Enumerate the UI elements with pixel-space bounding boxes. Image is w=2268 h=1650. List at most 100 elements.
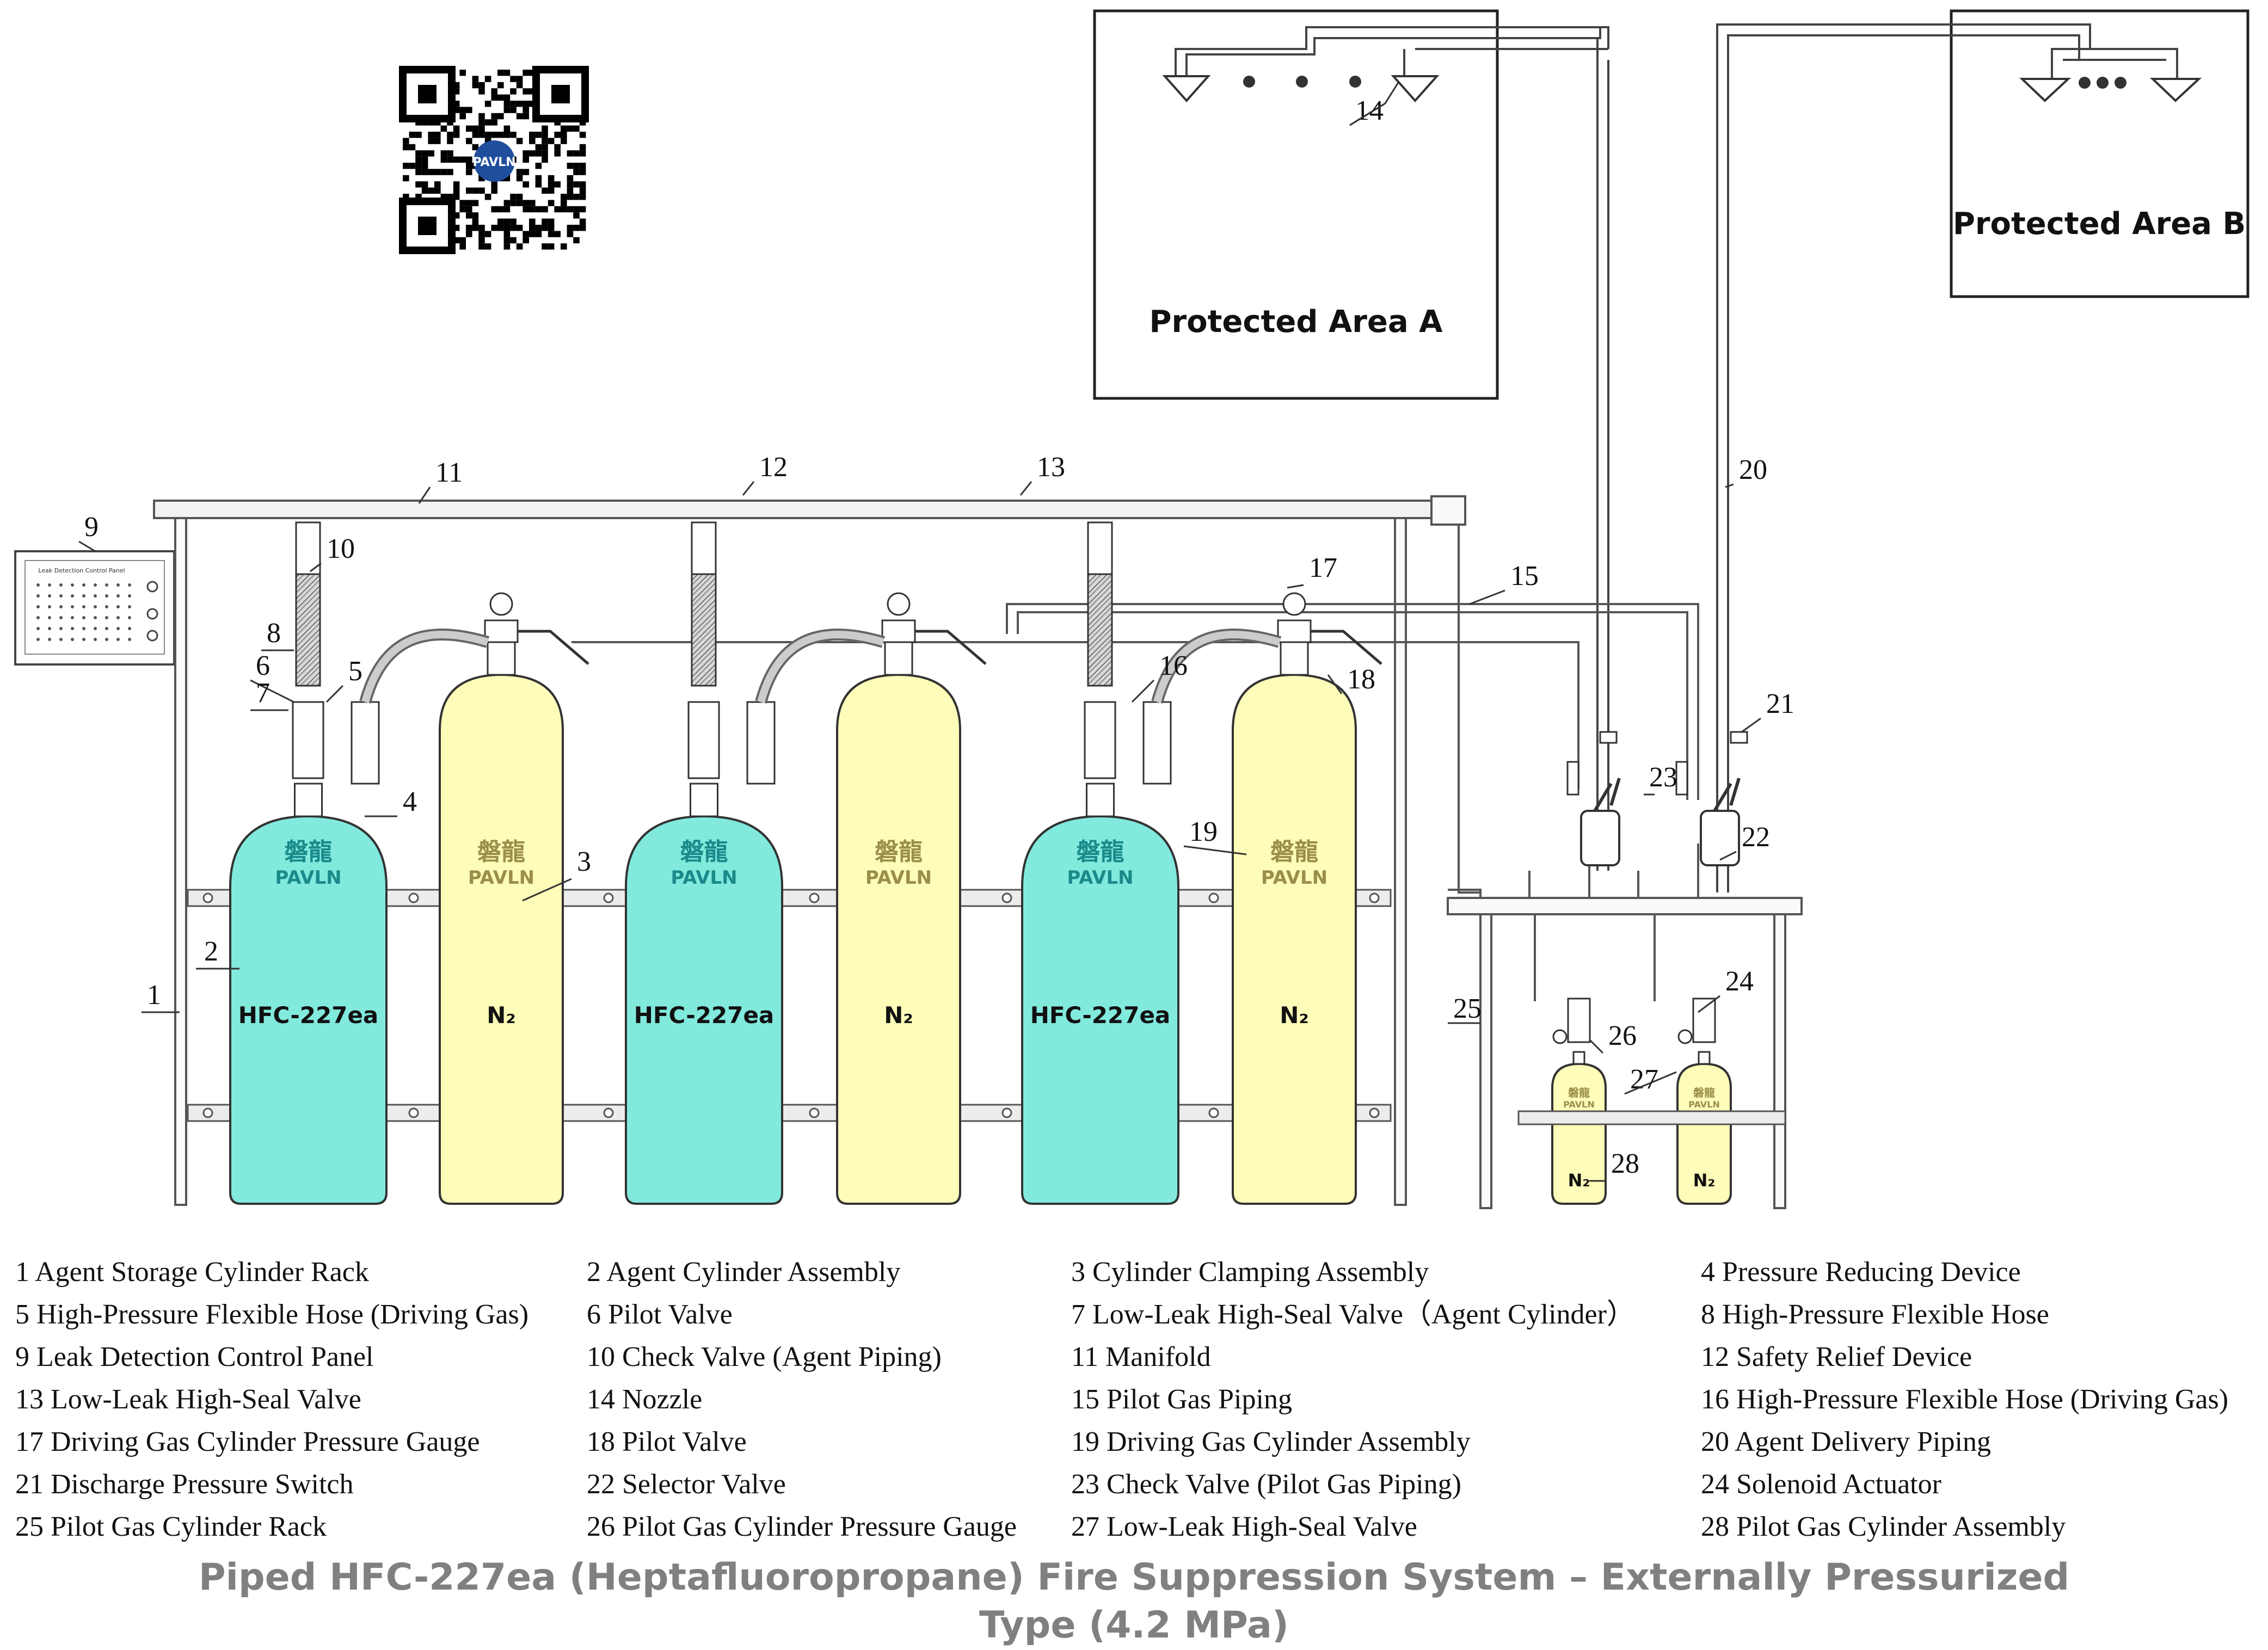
legend-item: 23 Check Valve (Pilot Gas Piping) xyxy=(1071,1469,1461,1500)
callout-number: 8 xyxy=(267,618,281,649)
brand-en-text: PAVLN xyxy=(671,867,737,889)
nozzle-icon xyxy=(2019,78,2072,102)
check-valve-agent xyxy=(691,521,717,575)
diagram-title-line2: Type (4.2 MPa) xyxy=(979,1604,1289,1647)
legend-item: 19 Driving Gas Cylinder Assembly xyxy=(1071,1426,1471,1457)
callout-number: 3 xyxy=(577,846,591,877)
pressure-reducing-device xyxy=(746,701,776,785)
brand-en-text: PAVLN xyxy=(1563,1099,1595,1110)
diagram-title: Piped HFC-227ea (Heptafluoropropane) Fir… xyxy=(0,1554,2268,1649)
brand-cn-text: 磐龍 xyxy=(285,838,333,866)
leak-detection-control-panel: Leak Detection Control Panel xyxy=(14,550,175,666)
callout-number: 24 xyxy=(1725,966,1754,997)
manifold xyxy=(153,500,1440,519)
nozzle-icon xyxy=(1162,75,1211,103)
pressure-reducing-device xyxy=(351,701,380,785)
callout-number: 12 xyxy=(759,452,788,483)
panel-title: Leak Detection Control Panel xyxy=(38,567,125,574)
legend-item: 8 High-Pressure Flexible Hose xyxy=(1701,1299,2049,1330)
callout-number: 5 xyxy=(348,656,362,687)
pressure-gauge-icon xyxy=(1552,1029,1568,1044)
selector-valve-b xyxy=(1700,810,1740,866)
agent-valve-assembly xyxy=(292,521,490,785)
legend-item: 12 Safety Relief Device xyxy=(1701,1341,1972,1372)
callout-number: 22 xyxy=(1742,822,1770,853)
cylinder-label: N₂ xyxy=(1693,1170,1716,1191)
agent-valve-assembly xyxy=(1084,521,1282,785)
legend-item: 11 Manifold xyxy=(1071,1341,1211,1372)
protected-areas: Protected Area A Protected Area B xyxy=(1093,9,2249,400)
selector-valves xyxy=(1566,731,1748,866)
callout-number: 17 xyxy=(1309,552,1337,583)
protected-area-a-label: Protected Area A xyxy=(1150,304,1443,340)
legend-item: 15 Pilot Gas Piping xyxy=(1071,1384,1292,1415)
brand-cn-text: 磐龍 xyxy=(680,838,728,866)
cylinder-label: HFC-227ea xyxy=(238,1002,379,1029)
legend-item: 4 Pressure Reducing Device xyxy=(1701,1257,2021,1288)
check-valve-agent xyxy=(1087,521,1113,575)
qr-logo-text: PAVLN xyxy=(472,156,515,169)
brand-en-text: PAVLN xyxy=(275,867,341,889)
protected-area-a-box xyxy=(1093,9,1499,400)
callout-number: 14 xyxy=(1355,95,1384,126)
legend-item: 5 High-Pressure Flexible Hose (Driving G… xyxy=(15,1299,529,1330)
callout-number: 7 xyxy=(256,678,270,709)
check-valve-pilot xyxy=(1675,761,1688,796)
protected-area-b-box xyxy=(1950,9,2249,298)
cylinder-label: N₂ xyxy=(487,1002,516,1029)
pilot-valve xyxy=(1084,701,1116,779)
pilot-valve xyxy=(292,701,324,779)
cylinder-label: N₂ xyxy=(884,1002,913,1029)
legend-item: 13 Low-Leak High-Seal Valve xyxy=(15,1384,361,1415)
callout-number: 9 xyxy=(84,512,99,543)
legend-item: 6 Pilot Valve xyxy=(587,1299,733,1330)
brand-cn-text: 磐龍 xyxy=(1077,838,1124,866)
selector-valve-a xyxy=(1580,810,1620,866)
qr-logo-icon xyxy=(474,140,515,182)
legend-item: 10 Check Valve (Agent Piping) xyxy=(587,1341,942,1372)
callout-number: 2 xyxy=(204,936,218,967)
brand-en-text: PAVLN xyxy=(1688,1099,1720,1110)
cylinder-bank: 磐龍PAVLNHFC-227ea磐龍PAVLNN₂磐龍PAVLNHFC-227e… xyxy=(229,521,1732,1205)
brand-cn-text: 磐龍 xyxy=(1568,1086,1590,1099)
callout-number: 13 xyxy=(1037,452,1065,483)
cylinder-clamp-lower xyxy=(187,1104,1392,1122)
callout-number: 21 xyxy=(1766,688,1794,719)
legend-item: 18 Pilot Valve xyxy=(587,1426,747,1457)
pressure-gauge-icon xyxy=(1282,592,1306,616)
brand-en-text: PAVLN xyxy=(1261,867,1327,889)
agent-valve-assembly xyxy=(687,521,886,785)
agent-delivery-pipe-a xyxy=(1596,38,1609,871)
solenoid-actuator-icon xyxy=(1567,998,1591,1043)
callout-number: 11 xyxy=(435,457,463,488)
pressure-reducing-device xyxy=(1142,701,1172,785)
legend-item: 7 Low-Leak High-Seal Valve（Agent Cylinde… xyxy=(1071,1299,1635,1330)
legend-item: 1 Agent Storage Cylinder Rack xyxy=(15,1257,369,1288)
brand-en-text: PAVLN xyxy=(468,867,534,889)
pressure-gauge-icon xyxy=(489,592,513,616)
legend-item: 2 Agent Cylinder Assembly xyxy=(587,1257,901,1288)
legend-item: 27 Low-Leak High-Seal Valve xyxy=(1071,1511,1417,1542)
legend-item: 21 Discharge Pressure Switch xyxy=(15,1469,354,1500)
callout-number: 10 xyxy=(327,533,355,564)
callout-number: 28 xyxy=(1611,1148,1639,1179)
legend-item: 28 Pilot Gas Cylinder Assembly xyxy=(1701,1511,2066,1542)
legend-item: 26 Pilot Gas Cylinder Pressure Gauge xyxy=(587,1511,1017,1542)
cylinder-label: N₂ xyxy=(1568,1170,1590,1191)
check-valve-agent xyxy=(295,521,321,575)
callout-number: 1 xyxy=(147,980,161,1011)
legend-item: 14 Nozzle xyxy=(587,1384,703,1415)
cylinder-clamp-upper xyxy=(187,889,1392,907)
brand-en-text: PAVLN xyxy=(865,867,932,889)
diagram-title-line1: Piped HFC-227ea (Heptafluoropropane) Fir… xyxy=(198,1556,2070,1599)
pressure-switch-icon xyxy=(1599,731,1618,744)
cylinder-label: HFC-227ea xyxy=(1030,1002,1171,1029)
legend-item: 9 Leak Detection Control Panel xyxy=(15,1341,374,1372)
